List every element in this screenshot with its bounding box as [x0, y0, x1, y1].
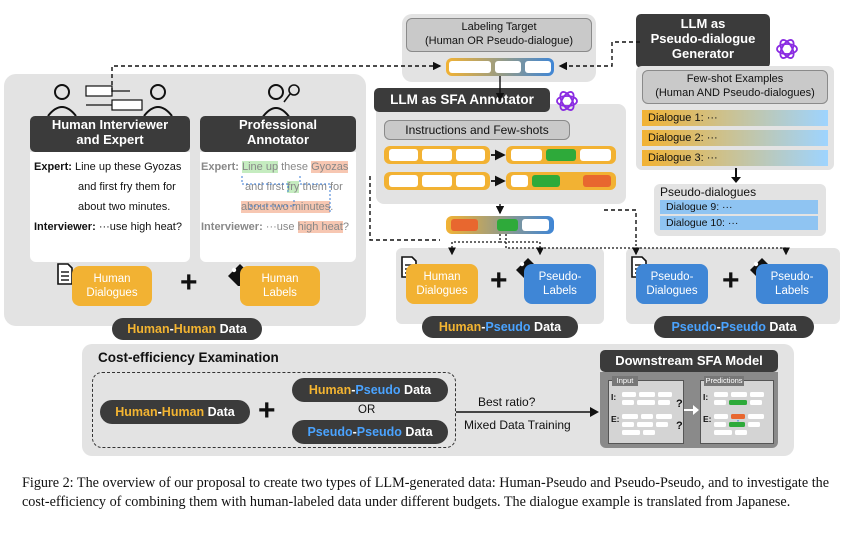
or-label: OR	[358, 404, 376, 416]
pill-pseudo-labels-mid: Pseudo- Labels	[524, 264, 596, 304]
dialogue-text-annotated: Expert: Line up these Gyozas and first f…	[201, 161, 349, 233]
fewshot-input-1	[384, 146, 490, 164]
pseudo-item: Dialogue 10: ···	[660, 216, 818, 230]
training-arrow	[456, 407, 599, 417]
pill-pseudo-labels-right: Pseudo- Labels	[756, 264, 828, 304]
pill-human-dialogues: Human Dialogues	[72, 266, 152, 306]
prediction-token-grid	[714, 392, 764, 435]
header-human-interviewer: Human Interviewer and Expert	[30, 116, 190, 152]
openai-logo-icon	[776, 39, 798, 59]
mixed-training-label: Mixed Data Training	[464, 418, 571, 432]
cost-efficiency-title: Cost-efficiency Examination	[98, 350, 279, 365]
label-human-human-data: Human-Human Data	[112, 318, 262, 340]
pseudo-item: Dialogue 9: ···	[660, 200, 818, 214]
header-professional-annotator: Professional Annotator	[200, 116, 356, 152]
plus-sign: +	[490, 264, 508, 297]
down-arrow	[731, 168, 741, 183]
pseudo-list: Dialogue 9: ··· Dialogue 10: ···	[660, 200, 818, 230]
pill-human-dialogues-mid: Human Dialogues	[406, 264, 478, 304]
header-downstream-model: Downstream SFA Model	[600, 350, 778, 372]
sfa-output-bar	[446, 216, 554, 234]
plus-sign: +	[258, 394, 276, 427]
header-llm-sfa-annotator: LLM as SFA Annotator	[374, 88, 550, 112]
pill-pseudo-dialogues: Pseudo- Dialogues	[636, 264, 708, 304]
option-pseudo-pseudo: Pseudo-Pseudo Data	[292, 420, 448, 444]
annotation-links	[241, 176, 331, 214]
annotator-icon	[261, 84, 300, 119]
instructions-box: Instructions and Few-shots	[384, 120, 570, 140]
fewshot-output-2	[506, 172, 616, 190]
input-tab: Input	[612, 376, 638, 386]
plus-sign: +	[180, 266, 198, 299]
option-human-pseudo: Human-Pseudo Data	[292, 378, 448, 402]
label-human-pseudo-data: Human-Pseudo Data	[422, 316, 578, 338]
labeling-target-title: Labeling Target (Human OR Pseudo-dialogu…	[406, 18, 592, 52]
fewshot-item: Dialogue 3: ···	[642, 150, 828, 166]
dialogue-card-human	[30, 152, 190, 262]
fewshot-item: Dialogue 2: ···	[642, 130, 828, 146]
pill-human-labels: Human Labels	[240, 266, 320, 306]
predictions-tab: Predictions	[704, 376, 744, 386]
option-human-human: Human-Human Data	[100, 400, 250, 424]
flow-connectors	[111, 41, 790, 256]
plus-sign: +	[722, 264, 740, 297]
dialogue-text-human: Expert: Line up these Gyozas and first f…	[34, 161, 182, 233]
input-token-grid	[622, 392, 672, 435]
input-q2: ?	[676, 420, 683, 432]
label-pseudo-pseudo-data: Pseudo-Pseudo Data	[654, 316, 814, 338]
openai-logo-icon	[556, 91, 578, 111]
model-arrow	[684, 405, 699, 415]
header-pseudo-dialogue-generator: LLM as Pseudo-dialogue Generator	[636, 14, 770, 68]
pred-row-i-label: I:	[703, 392, 709, 402]
labeling-target-bar	[446, 58, 554, 76]
pred-row-e-label: E:	[703, 414, 712, 424]
fewshot-list: Dialogue 1: ··· Dialogue 2: ··· Dialogue…	[642, 110, 828, 166]
best-ratio-label: Best ratio?	[478, 395, 536, 409]
input-row-i-label: I:	[611, 392, 617, 402]
document-icon	[57, 263, 73, 285]
fewshot-title: Few-shot Examples (Human AND Pseudo-dial…	[642, 70, 828, 104]
row-arrows	[491, 149, 506, 187]
input-q1: ?	[676, 398, 683, 410]
input-row-e-label: E:	[611, 414, 620, 424]
fewshot-item: Dialogue 1: ···	[642, 110, 828, 126]
fewshot-output-1	[506, 146, 616, 164]
interviewer-expert-icon	[47, 84, 173, 117]
dataset-options-box	[92, 372, 456, 448]
pseudo-dialogues-title: Pseudo-dialogues	[660, 185, 757, 199]
figure-caption: Figure 2: The overview of our proposal t…	[22, 475, 830, 510]
fewshot-input-2	[384, 172, 490, 190]
